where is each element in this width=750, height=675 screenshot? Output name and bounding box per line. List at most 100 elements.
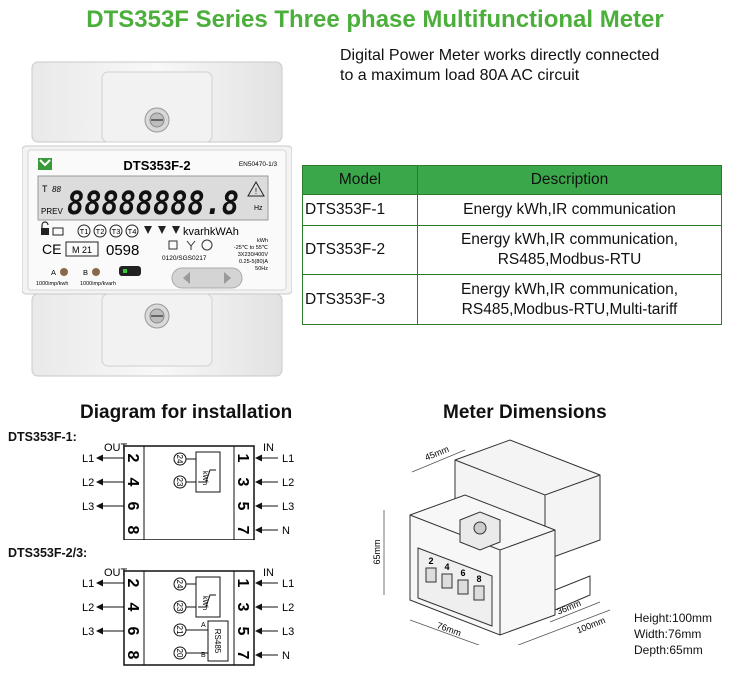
brand-logo xyxy=(38,158,52,170)
out-label: OUT xyxy=(104,567,128,579)
wiring-diagram-2: OUT IN 2 4 6 8 1 3 5 7 24 23 21 20 kWh R… xyxy=(82,567,294,666)
svg-text:7: 7 xyxy=(234,651,251,660)
svg-text:B: B xyxy=(201,652,206,659)
svg-text:5: 5 xyxy=(234,627,251,636)
svg-text:kWh: kWh xyxy=(201,596,208,610)
svg-text:L1: L1 xyxy=(82,578,94,590)
svg-text:2: 2 xyxy=(428,556,433,566)
svg-text:4: 4 xyxy=(124,478,141,487)
svg-text:24: 24 xyxy=(175,455,184,464)
model-table-header: Model Description xyxy=(302,165,722,195)
dimensions-drawing: 2 4 6 8 45mm 65mm 76mm 100mm 36mm xyxy=(372,439,611,645)
svg-text:-25℃ to 55℃: -25℃ to 55℃ xyxy=(234,245,269,251)
lcd-t88: 88 xyxy=(52,185,61,194)
dim-36: 36mm xyxy=(555,598,582,617)
lcd-t-label: T xyxy=(42,184,48,194)
battery-icon xyxy=(52,227,64,236)
svg-text:6: 6 xyxy=(460,568,465,578)
lcd-prev-label: PREV xyxy=(41,207,63,216)
intro-line-2: to a maximum load 80A AC circuit xyxy=(340,67,580,84)
svg-text:20: 20 xyxy=(175,649,184,658)
dimensions-title: Meter Dimensions xyxy=(443,402,607,423)
dim-65: 65mm xyxy=(372,539,382,564)
svg-text:1: 1 xyxy=(234,454,251,463)
svg-text:!: ! xyxy=(255,187,257,196)
ir-port xyxy=(119,266,141,276)
led-b-imp: 1000imp/kvarh xyxy=(80,281,116,287)
diagram2-label: DTS353F-2/3: xyxy=(8,546,88,560)
svg-text:L1: L1 xyxy=(82,453,94,465)
out-label: OUT xyxy=(104,442,128,454)
cert-code: 0120/SGS0217 xyxy=(162,255,207,262)
svg-text:0.25-5(80)A: 0.25-5(80)A xyxy=(239,259,268,265)
dim-100: 100mm xyxy=(575,615,607,636)
note-width: Width:76mm xyxy=(634,627,702,641)
svg-text:L3: L3 xyxy=(82,626,94,638)
led-b-icon xyxy=(92,268,100,276)
row-description: Energy kWh,IR communication,RS485,Modbus… xyxy=(417,274,722,325)
wiring-diagram-1: OUT IN 2 4 6 8 1 3 5 7 24 23 kWh L1 L2 L… xyxy=(82,442,294,540)
svg-text:7: 7 xyxy=(234,526,251,535)
tariff-t4: T4 xyxy=(128,227,137,236)
svg-text:L2: L2 xyxy=(82,477,94,489)
intro-text: Digital Power Meter works directly conne… xyxy=(340,46,659,86)
svg-text:N: N xyxy=(282,650,290,662)
svg-text:8: 8 xyxy=(124,651,141,660)
tariff-t2: T2 xyxy=(96,227,105,236)
svg-text:N: N xyxy=(282,525,290,537)
diagram1-label: DTS353F-1: xyxy=(8,430,77,444)
meter-standard: EN50470-1/3 xyxy=(239,161,278,168)
in-label: IN xyxy=(263,567,274,579)
intro-line-1: Digital Power Meter works directly conne… xyxy=(340,47,660,64)
svg-text:1: 1 xyxy=(234,579,251,588)
ce-mark: CE xyxy=(42,241,61,257)
svg-text:3: 3 xyxy=(234,478,251,487)
led-a-icon xyxy=(60,268,68,276)
top-screw-icon xyxy=(144,107,170,133)
svg-text:3X230/400V: 3X230/400V xyxy=(238,252,269,258)
svg-text:kWh: kWh xyxy=(257,238,268,244)
row-description: Energy kWh,IR communication xyxy=(417,194,722,226)
left-arrow-icon xyxy=(183,272,190,284)
warning-icon: ! xyxy=(247,180,265,197)
navigation-buttons[interactable] xyxy=(171,267,243,289)
svg-text:3: 3 xyxy=(234,603,251,612)
svg-text:8: 8 xyxy=(124,526,141,535)
in-label: IN xyxy=(263,442,274,454)
led-a-label: A xyxy=(51,268,56,277)
arrow-down-icons xyxy=(144,226,180,234)
meter-image: DTS353F-2 EN50470-1/3 T 88 PREV 88888888… xyxy=(22,61,292,377)
right-arrow-icon xyxy=(224,272,231,284)
svg-text:L3: L3 xyxy=(282,626,294,638)
dim-45: 45mm xyxy=(423,444,450,463)
svg-text:23: 23 xyxy=(175,478,184,487)
svg-text:A: A xyxy=(201,622,206,629)
led-a-imp: 1000imp/kwh xyxy=(36,281,68,287)
table-row: DTS353F-1 Energy kWh,IR communication xyxy=(302,194,722,226)
lcd-hz: Hz xyxy=(254,205,263,212)
svg-text:L1: L1 xyxy=(282,453,294,465)
meter-model-label: DTS353F-2 xyxy=(123,158,190,173)
note-height: Height:100mm xyxy=(634,611,713,625)
lcd-digits: 88888888.8 xyxy=(67,184,239,222)
model-table: Model Description DTS353F-1 Energy kWh,I… xyxy=(302,165,722,325)
terminal-numbers: 2 4 6 8 xyxy=(428,556,481,584)
lock-icon xyxy=(41,221,49,235)
svg-text:RS485: RS485 xyxy=(213,629,222,654)
svg-text:8: 8 xyxy=(476,574,481,584)
svg-text:24: 24 xyxy=(175,580,184,589)
row-model: DTS353F-3 xyxy=(302,274,418,325)
svg-text:L1: L1 xyxy=(282,578,294,590)
svg-text:L2: L2 xyxy=(282,602,294,614)
svg-text:4: 4 xyxy=(444,562,449,572)
m21-mark: M 21 xyxy=(72,245,92,255)
lcd-units: kvarhkWAh xyxy=(183,226,239,238)
row-description: Energy kWh,IR communication,RS485,Modbus… xyxy=(417,225,722,275)
page-title: DTS353F Series Three phase Multifunction… xyxy=(86,6,664,33)
note-depth: Depth:65mm xyxy=(634,643,703,657)
svg-text:2: 2 xyxy=(124,454,141,463)
table-row: DTS353F-2 Energy kWh,IR communication,RS… xyxy=(302,225,722,275)
svg-text:4: 4 xyxy=(124,603,141,612)
svg-text:L3: L3 xyxy=(282,501,294,513)
svg-text:kWh: kWh xyxy=(201,471,208,485)
